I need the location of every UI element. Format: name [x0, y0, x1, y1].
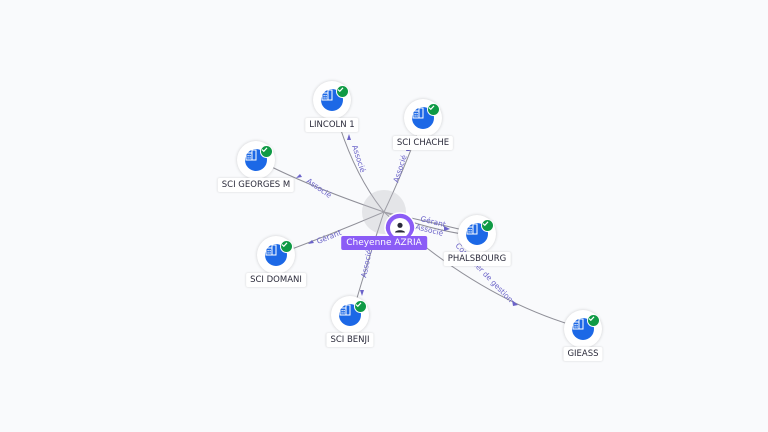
company-label: SCI CHACHE: [392, 136, 454, 150]
verified-check-icon: [260, 145, 273, 158]
edge-label-chache: Associé: [391, 154, 408, 184]
company-label: SCI DOMANI: [246, 273, 306, 287]
edge-arrow: [308, 240, 314, 244]
edge-label-lincoln: Associé: [350, 144, 367, 174]
company-label: GIEASS: [563, 347, 603, 361]
verified-check-icon: [587, 314, 600, 327]
edge-arrow: [360, 290, 364, 296]
company-label: PHALSBOURG: [443, 252, 511, 266]
verified-check-icon: [336, 85, 349, 98]
company-label: SCI GEORGES M: [217, 178, 295, 192]
company-label: LINCOLN 1: [305, 118, 359, 132]
edge-label-benji: Associé: [359, 248, 374, 278]
verified-check-icon: [427, 103, 440, 116]
edge-label-georges: Associé: [305, 176, 334, 200]
verified-check-icon: [354, 300, 367, 313]
edge-arrow: [444, 226, 450, 231]
verified-check-icon: [280, 240, 293, 253]
edge-arrow: [296, 174, 302, 178]
verified-check-icon: [481, 219, 494, 232]
person-name: Cheyenne AZRIA: [341, 236, 427, 250]
edge-arrow: [512, 300, 518, 306]
company-label: SCI BENJI: [326, 333, 374, 347]
edge-label-domani: Gérant: [315, 228, 342, 246]
edge-arrow: [347, 134, 351, 140]
